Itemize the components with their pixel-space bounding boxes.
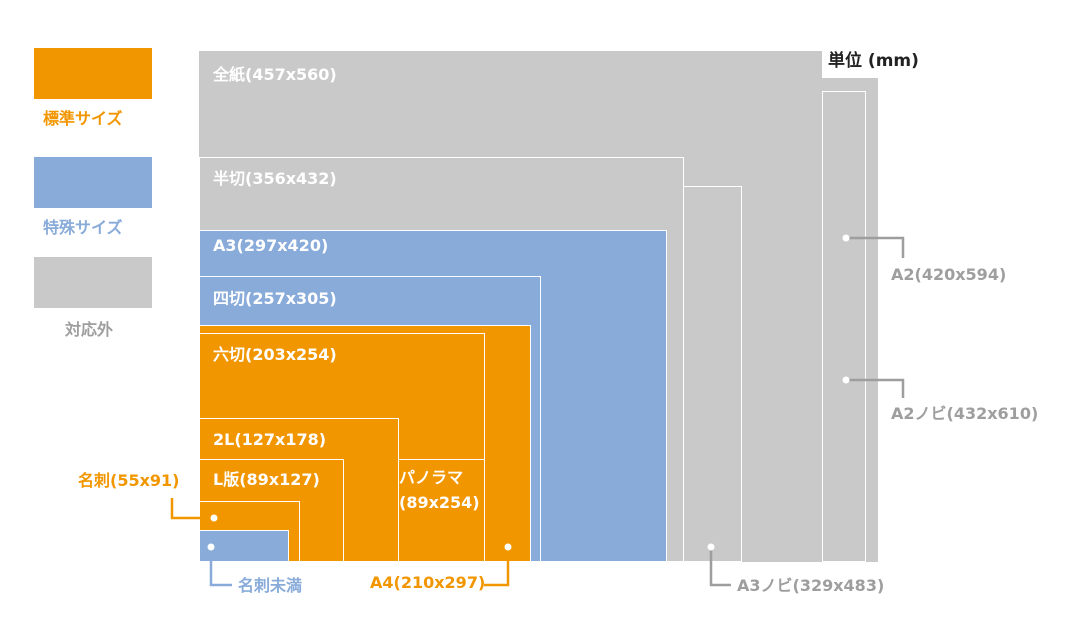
label-hangiri: 半切(356x432) [213,169,337,188]
dot-meishi-miman [207,543,215,551]
legend-label-standard: 標準サイズ [43,109,123,128]
dot-meishi [210,514,218,522]
unit-label: 単位 (mm) [828,51,919,71]
label-a2-nobi: A2ノビ(432x610) [891,404,1039,423]
label-yotsugiri: 四切(257x305) [213,289,337,308]
legend-swatch-special [34,157,152,208]
label-2l: 2L(127x178) [213,430,327,449]
leader-a3-nobi [709,547,731,587]
leader-a2 [846,236,905,258]
legend-label-unsupported: 対応外 [65,320,114,339]
label-a2: A2(420x594) [891,265,1007,284]
dot-a2-nobi [842,376,850,384]
dot-a3-nobi [707,543,715,551]
label-meishi: 名刺(55x91) [78,471,180,490]
dot-a4 [504,543,512,551]
label-a4: A4(210x297) [370,573,486,592]
label-zenshi: 全紙(457x560) [213,65,337,84]
leader-meishi-miman [209,547,232,587]
label-l-ban: L版(89x127) [213,470,320,489]
rect-a2 [822,91,866,562]
label-panorama-line2: (89x254) [399,493,480,512]
label-a3: A3(297x420) [213,236,329,255]
label-mutsugiri: 六切(203x254) [213,345,337,364]
legend-swatch-unsupported [34,257,152,308]
label-meishi-miman: 名刺未満 [238,576,303,595]
leader-a4 [484,547,510,587]
legend-label-special: 特殊サイズ [43,218,123,237]
label-a3-nobi: A3ノビ(329x483) [737,576,885,595]
legend-swatch-standard [34,48,152,99]
leader-meishi [170,498,214,520]
label-panorama-line1: パノラマ [399,468,464,487]
leader-a2-nobi [846,378,905,398]
dot-a2 [842,234,850,242]
